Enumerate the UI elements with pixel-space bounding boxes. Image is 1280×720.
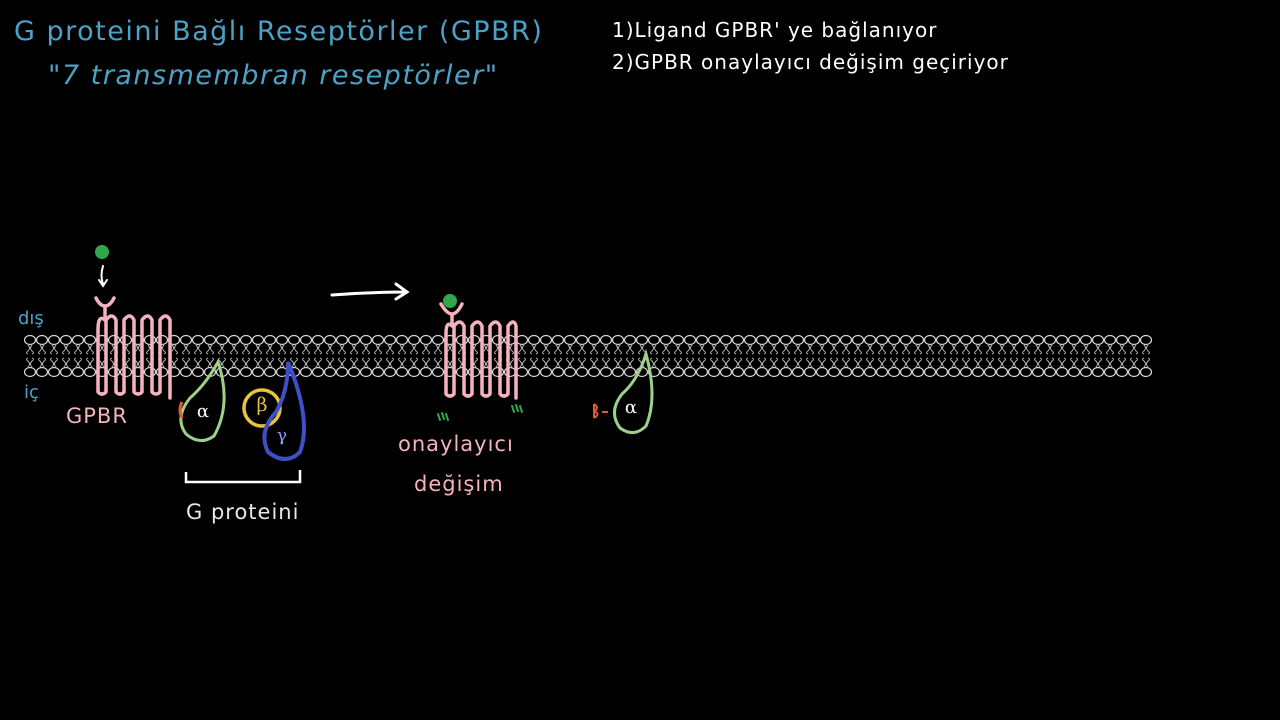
conformational-change-label-line2: değişim bbox=[414, 472, 504, 496]
alpha-label: α bbox=[196, 401, 210, 422]
ligand-bound bbox=[443, 294, 457, 308]
ligand bbox=[95, 245, 109, 259]
g-protein-bracket bbox=[184, 470, 302, 484]
g-protein-complex bbox=[178, 358, 306, 461]
step-2: 2)GPBR onaylayıcı değişim geçiriyor bbox=[612, 50, 1009, 74]
page-subtitle: "7 transmembran reseptörler" bbox=[48, 60, 499, 91]
transition-arrow-icon bbox=[330, 282, 410, 301]
page-title: G proteini Bağlı Reseptörler (GPBR) bbox=[14, 16, 544, 47]
outside-label: dış bbox=[18, 308, 44, 329]
alpha-subunit-free bbox=[613, 348, 654, 434]
beta-label: β bbox=[256, 394, 268, 416]
gamma-subunit bbox=[262, 361, 306, 461]
cell-membrane bbox=[23, 334, 1153, 378]
gpbr-receptor-active bbox=[439, 302, 518, 400]
inside-label: iç bbox=[24, 382, 39, 403]
conformational-change-label-line1: onaylayıcı bbox=[398, 432, 514, 456]
change-marks bbox=[437, 404, 523, 421]
step-1: 1)Ligand GPBR' ye bağlanıyor bbox=[612, 18, 938, 42]
receptor-label: GPBR bbox=[66, 404, 128, 428]
gdp-marker-free bbox=[593, 403, 608, 419]
g-protein-label: G proteini bbox=[186, 500, 300, 524]
alpha-subunit bbox=[179, 358, 226, 442]
gpbr-receptor bbox=[94, 296, 172, 400]
gdp-marker bbox=[178, 401, 184, 419]
binding-arrow-icon bbox=[98, 265, 108, 288]
gamma-label: γ bbox=[276, 426, 288, 446]
alpha-label-free: α bbox=[624, 397, 638, 418]
